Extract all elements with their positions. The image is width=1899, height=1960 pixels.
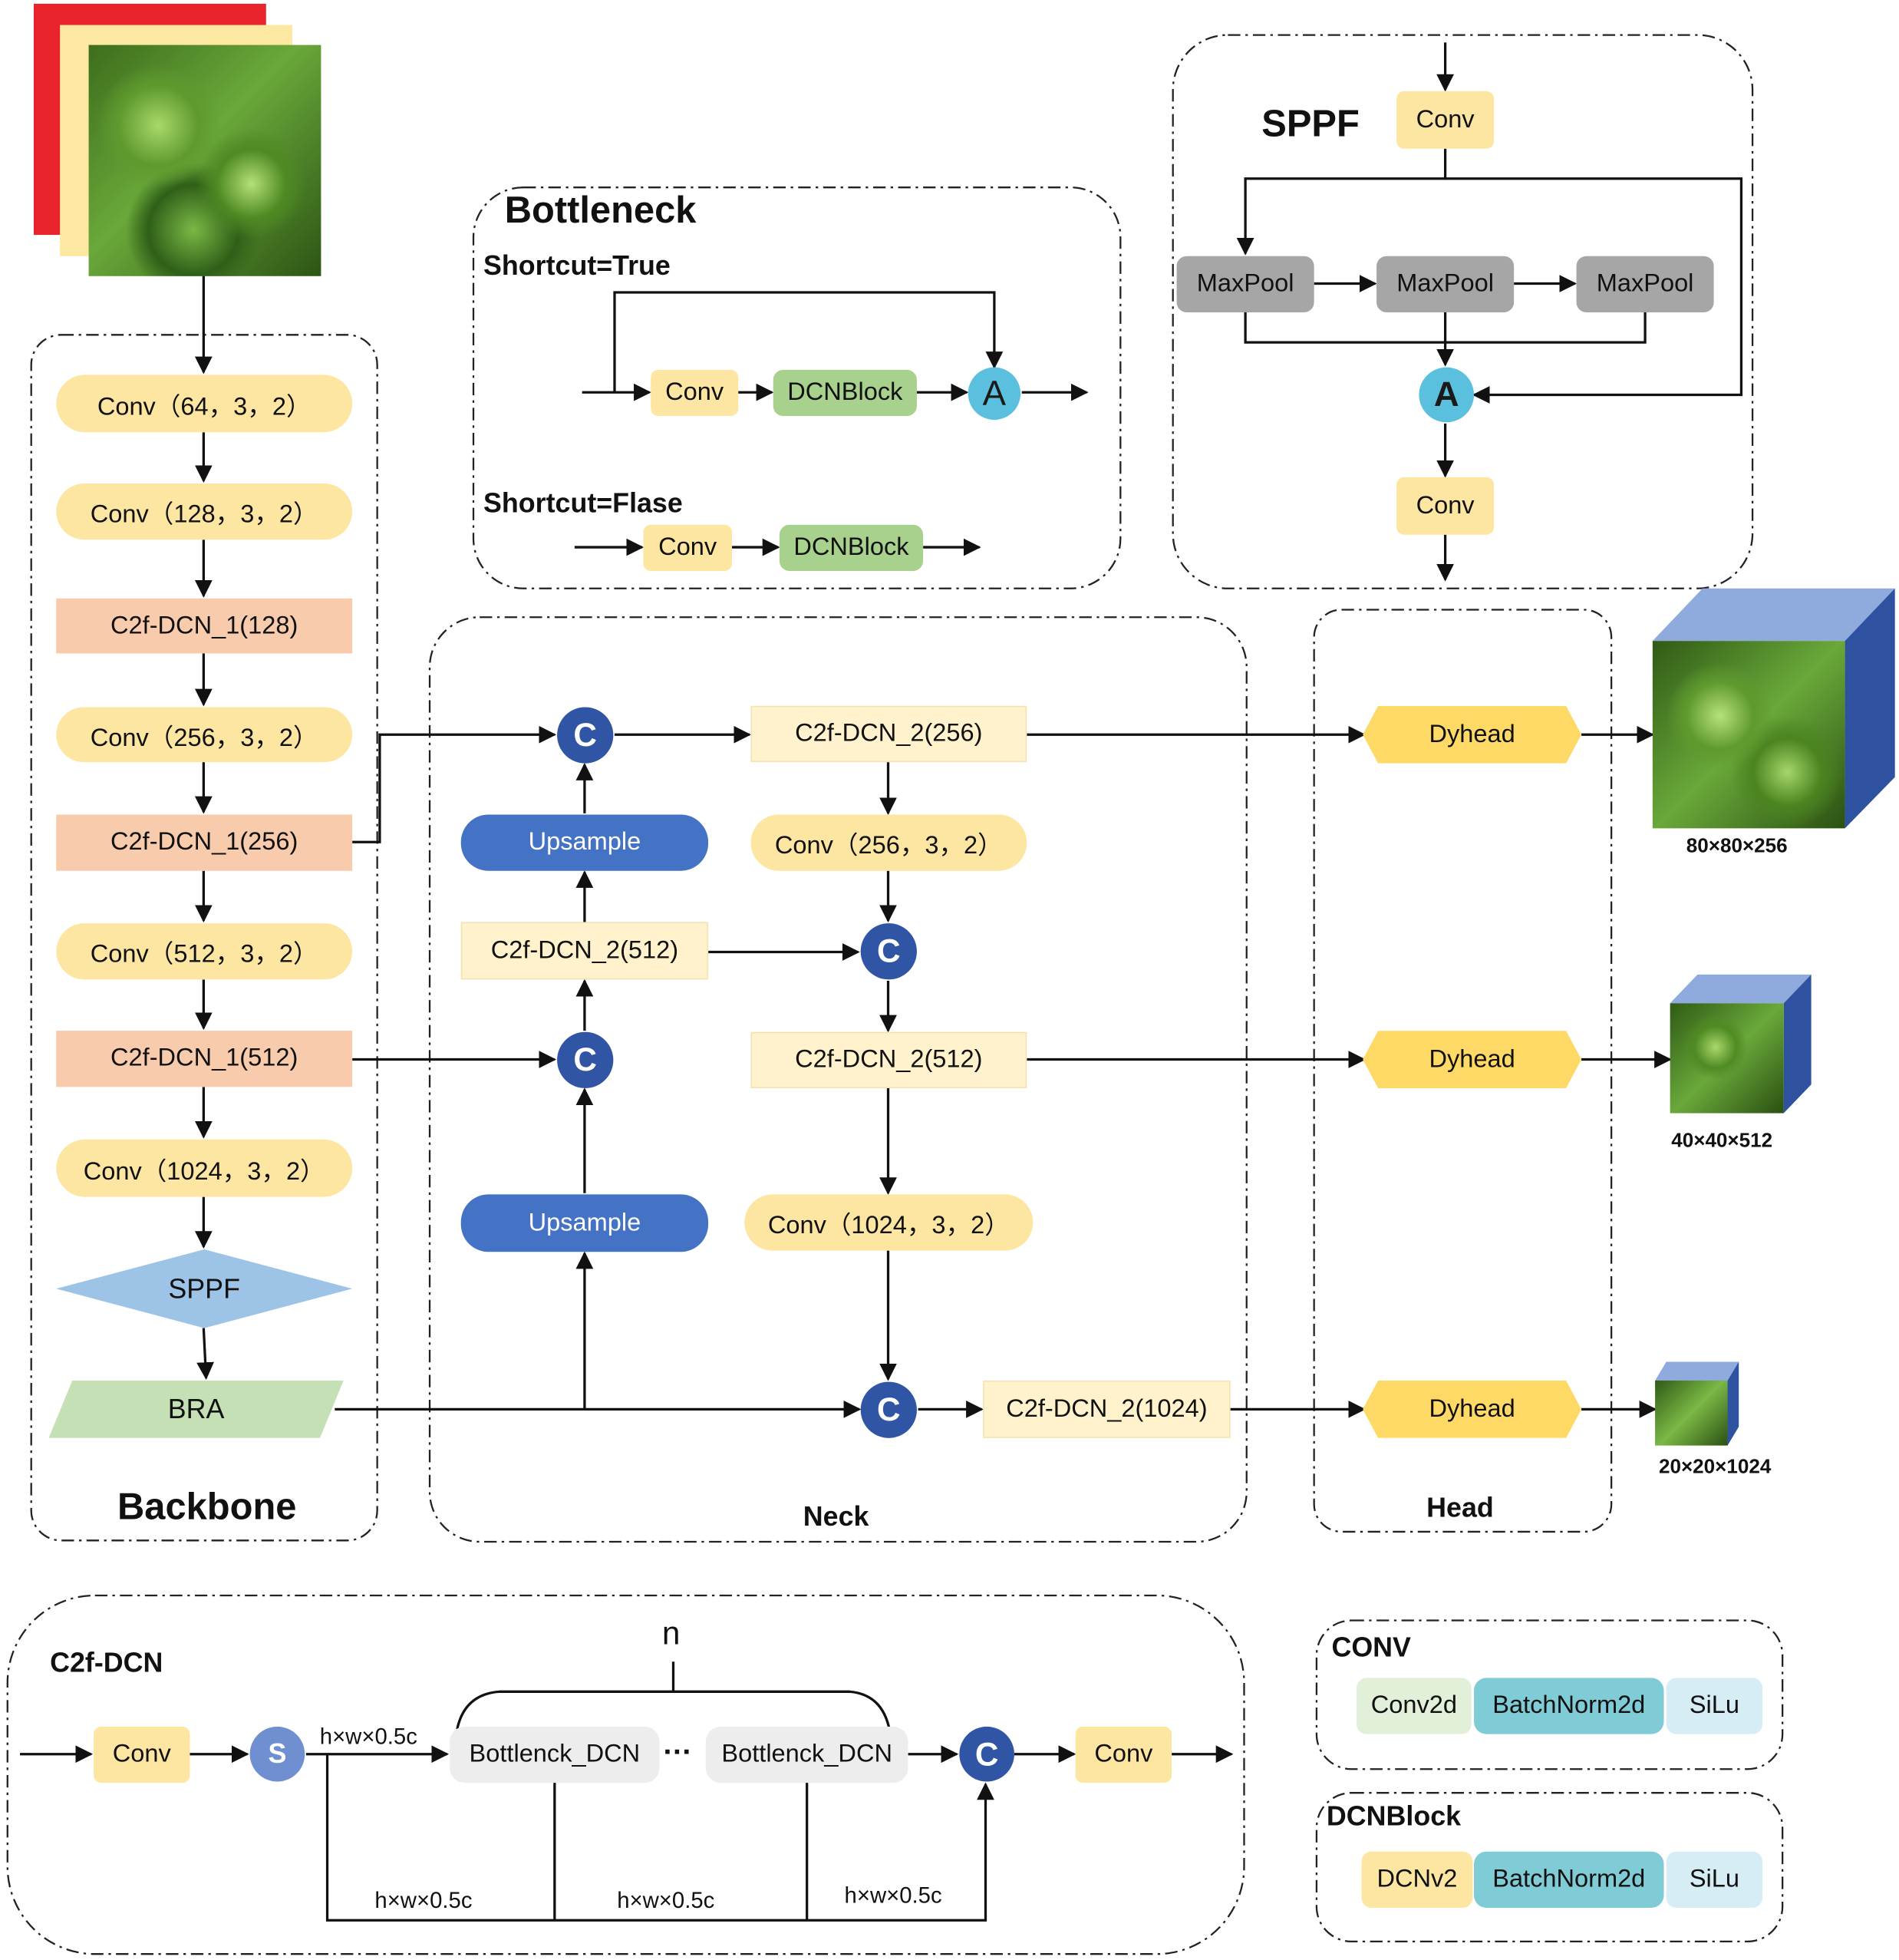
shortcut-true-label: Shortcut=True — [483, 249, 671, 282]
neck-c2f-dcn-256[interactable]: C2f-DCN_2(256) — [750, 705, 1027, 763]
backbone-conv-512[interactable]: Conv（512，3，2） — [56, 923, 353, 980]
bottleneck-title: Bottleneck — [504, 190, 697, 232]
c2f-dim-label-3: h×w×0.5c — [844, 1882, 942, 1908]
c2f-bottleneck-dcn-2[interactable]: Bottlenck_DCN — [705, 1726, 908, 1783]
backbone-bra-node[interactable]: BRA — [48, 1380, 344, 1438]
bottleneck-true-conv[interactable]: Conv — [651, 369, 739, 417]
c2f-dim-label-1: h×w×0.5c — [374, 1887, 473, 1913]
neck-c2f-dcn-1024[interactable]: C2f-DCN_2(1024) — [983, 1380, 1231, 1438]
bottleneck-true-dcnblock[interactable]: DCNBlock — [773, 369, 917, 417]
legend-batchnorm-conv: BatchNorm2d — [1474, 1678, 1664, 1734]
c2f-conv-out[interactable]: Conv — [1075, 1726, 1172, 1783]
neck-concat-1[interactable]: C — [557, 707, 614, 764]
sppf-add-node[interactable]: A — [1419, 367, 1475, 423]
c2f-bottleneck-dcn-1[interactable]: Bottlenck_DCN — [450, 1726, 660, 1783]
output-tensor-40-icon — [1670, 974, 1812, 1114]
head-title: Head — [1426, 1491, 1494, 1523]
sppf-maxpool-2[interactable]: MaxPool — [1376, 256, 1515, 312]
backbone-c2f-dcn-512[interactable]: C2f-DCN_1(512) — [56, 1031, 353, 1087]
legend-conv2d: Conv2d — [1357, 1678, 1472, 1734]
c2f-ellipsis: … — [661, 1727, 692, 1762]
conv-legend-frame — [1315, 1619, 1784, 1770]
neck-concat-4[interactable]: C — [860, 1381, 917, 1438]
legend-silu-dcn: SiLu — [1666, 1851, 1763, 1908]
dcnblock-legend-title: DCNBlock — [1326, 1800, 1462, 1832]
backbone-conv-256[interactable]: Conv（256，3，2） — [56, 707, 353, 763]
sppf-conv-in[interactable]: Conv — [1396, 91, 1495, 149]
conv-legend-title: CONV — [1331, 1632, 1411, 1663]
legend-dcnv2: DCNv2 — [1361, 1851, 1473, 1908]
legend-batchnorm-dcn: BatchNorm2d — [1474, 1851, 1664, 1908]
output-feature-80-image — [1652, 641, 1845, 829]
c2f-repeat-n: n — [661, 1614, 681, 1652]
dcnblock-legend-frame — [1315, 1792, 1784, 1943]
c2f-dim-label-top: h×w×0.5c — [319, 1724, 417, 1750]
c2f-conv-in[interactable]: Conv — [94, 1726, 190, 1783]
output-size-80: 80×80×256 — [1686, 836, 1788, 857]
c2f-dcn-title: C2f-DCN — [50, 1646, 163, 1678]
neck-conv-1024[interactable]: Conv（1024，3，2） — [744, 1194, 1034, 1251]
bottleneck-false-conv[interactable]: Conv — [643, 524, 733, 571]
bottleneck-add-node[interactable]: A — [968, 367, 1021, 421]
head-dyhead-3[interactable]: Dyhead — [1363, 1380, 1582, 1438]
output-size-40: 40×40×512 — [1671, 1130, 1773, 1153]
head-frame — [1313, 609, 1613, 1533]
backbone-c2f-dcn-256[interactable]: C2f-DCN_1(256) — [56, 814, 353, 871]
head-dyhead-2[interactable]: Dyhead — [1363, 1031, 1582, 1088]
neck-concat-2[interactable]: C — [557, 1031, 614, 1088]
backbone-conv-1024[interactable]: Conv（1024，3，2） — [56, 1139, 353, 1197]
neck-c2f-dcn-512-left[interactable]: C2f-DCN_2(512) — [460, 922, 709, 980]
neck-conv-256[interactable]: Conv（256，3，2） — [750, 814, 1027, 871]
sppf-maxpool-1[interactable]: MaxPool — [1176, 256, 1314, 312]
head-dyhead-1[interactable]: Dyhead — [1363, 705, 1582, 764]
output-size-20: 20×20×1024 — [1658, 1457, 1772, 1478]
shortcut-false-label: Shortcut=Flase — [483, 487, 683, 519]
neck-concat-3[interactable]: C — [860, 923, 917, 980]
output-feature-20-image — [1655, 1380, 1728, 1446]
sppf-title: SPPF — [1261, 104, 1360, 145]
c2f-concat-node[interactable]: C — [959, 1726, 1014, 1782]
legend-silu-conv: SiLu — [1666, 1678, 1763, 1734]
neck-upsample-1[interactable]: Upsample — [460, 814, 709, 871]
sppf-frame — [1172, 34, 1754, 589]
backbone-c2f-dcn-128[interactable]: C2f-DCN_1(128) — [56, 598, 353, 654]
neck-title: Neck — [803, 1500, 869, 1532]
c2f-frame — [6, 1594, 1245, 1955]
bottleneck-frame — [472, 186, 1122, 589]
backbone-conv-64[interactable]: Conv（64，3，2） — [56, 375, 353, 433]
c2f-dim-label-2: h×w×0.5c — [617, 1887, 715, 1913]
bottleneck-false-dcnblock[interactable]: DCNBlock — [779, 524, 924, 571]
leaf-photo-image — [88, 45, 321, 276]
c2f-split-node[interactable]: S — [249, 1726, 305, 1782]
backbone-conv-128[interactable]: Conv（128，3，2） — [56, 483, 353, 540]
sppf-maxpool-3[interactable]: MaxPool — [1576, 256, 1714, 312]
sppf-conv-out[interactable]: Conv — [1396, 477, 1495, 535]
backbone-title: Backbone — [117, 1486, 297, 1529]
output-feature-40-image — [1670, 1003, 1784, 1114]
neck-c2f-dcn-512-right[interactable]: C2f-DCN_2(512) — [750, 1031, 1027, 1088]
output-tensor-80-icon — [1652, 588, 1895, 829]
neck-frame — [428, 616, 1248, 1543]
output-tensor-20-icon — [1655, 1361, 1739, 1446]
neck-upsample-2[interactable]: Upsample — [460, 1194, 709, 1252]
